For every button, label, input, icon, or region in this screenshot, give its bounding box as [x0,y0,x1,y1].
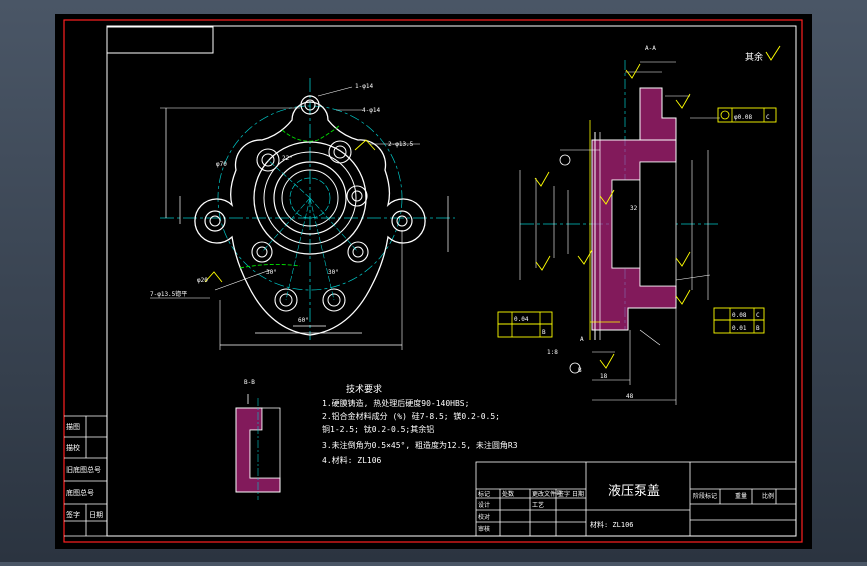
dim-label: 30° [266,269,277,276]
dim-label: 0.01 [732,325,747,332]
sign-row-label: 审核 [478,525,490,533]
tech-req-line: 铜1-2.5; 钛0.2-0.5;其余铝 [322,424,434,434]
header-cell: 签字 [558,490,570,498]
tech-req-line: 1.硬膜铸造, 热处理后硬度90-140HBS; [322,398,469,408]
dim-label: C [766,114,770,121]
sheet-background [55,14,812,549]
tech-requirements: 技术要求 1.硬膜铸造, 热处理后硬度90-140HBS; 2.铝合金材料成分 … [322,383,518,465]
strip-label: 底图总号 [66,488,94,497]
dim-label: 1-φ14 [355,83,373,90]
strip-label: 旧底图总号 [66,465,101,474]
sign-row-label: 校对 [478,513,490,521]
strip-label: 描图 [66,422,80,431]
dim-label: B [756,325,760,332]
stage-label: 重量 [735,492,747,500]
dim-label: φ70 [216,161,227,168]
drawing-number-box [106,26,214,54]
surface-finish-note: 其余 [745,51,763,63]
header-cell: 处数 [502,490,514,498]
sheet-border-inner [106,25,797,537]
header-cell: 更改文件号 [532,490,562,498]
section-label-bb: B-B [244,379,255,386]
title-block [475,461,797,537]
sheet-border-outer [63,19,803,543]
part-name: 液压泵盖 [608,484,660,499]
dim-label: 60° [298,317,309,324]
tech-req-line: 4.材料: ZL106 [322,455,382,465]
dim-label: A [580,336,584,343]
tech-req-line: 2.铝合金材料成分 (%) 硅7-8.5; 镁0.2-0.5; [322,411,500,421]
material-label: 材料: ZL106 [590,520,634,529]
header-cell: 日期 [572,490,584,498]
strip-label: 签字 [66,510,80,519]
dim-label: 0.08 [732,312,747,319]
roughness-symbol-icon [765,45,781,61]
dim-label: 7-φ13.5锪平 [150,290,187,298]
dim-label: 48 [626,393,634,400]
stage-label: 比例 [762,492,774,500]
front-view [150,78,455,350]
dim-label: C [756,312,760,319]
side-view-dims: φ0.08 C 0.08 C 0.04 B 0.01 B 1:8 32 48 1… [514,114,770,400]
left-strip [64,415,107,537]
header-cell: 标记 [478,490,490,498]
dim-label: φ20 [197,277,208,284]
dim-label: 18 [600,373,608,380]
dim-label: 30° [328,269,339,276]
strip-label: 日期 [89,511,103,519]
dim-label: B [578,367,582,374]
sign-row-label: 设计 [478,501,490,509]
front-view-dims: 1-φ14 4-φ14 2-φ13.5 φ70 22° 30° 30° 60° … [150,83,414,324]
title-block-labels: 标记 处数 更改文件号 签字 日期 设计 校对 审核 工艺 阶段标记 重量 比例 [478,490,774,533]
left-strip-labels: 描图 描校 旧底图总号 底图总号 签字 日期 [66,422,103,519]
tech-req-heading: 技术要求 [346,383,382,395]
sign-row-label: 工艺 [532,501,544,509]
dim-label: B [542,329,546,336]
tech-req-line: 3.未注倒角为0.5×45°, 粗造度为12.5, 未注圆角R3 [322,440,518,450]
dim-label: 22° [282,155,293,162]
small-section-view [235,394,281,500]
dim-label: 32 [630,205,638,212]
dim-label: φ0.08 [734,114,752,121]
dim-label: 2-φ13.5 [388,141,414,148]
section-label-aa: A-A [645,45,656,52]
side-section-view [497,60,777,405]
strip-label: 描校 [66,443,80,452]
dim-label: 0.04 [514,316,529,323]
dim-label: 4-φ14 [362,107,380,114]
stage-label: 阶段标记 [693,492,717,500]
dim-label: 1:8 [547,349,558,356]
